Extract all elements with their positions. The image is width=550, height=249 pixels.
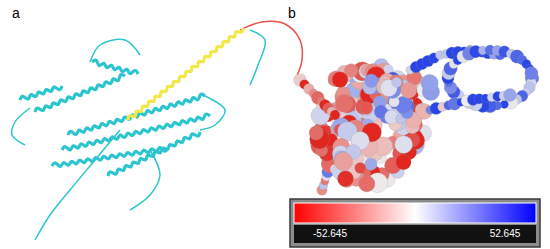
surface-patch xyxy=(365,158,377,170)
color-bar-frame xyxy=(290,199,540,247)
coil-loop xyxy=(200,96,225,130)
panel-letter: b xyxy=(288,6,296,20)
surface-patch xyxy=(392,77,402,87)
surface-patch xyxy=(338,171,354,187)
surface-patch xyxy=(364,74,378,88)
surface-model xyxy=(294,45,539,195)
surface-patch xyxy=(525,67,538,80)
surface-patch xyxy=(359,176,375,192)
surface-patch xyxy=(395,136,413,154)
alpha-helix xyxy=(35,75,125,112)
coil-loop xyxy=(250,30,265,85)
surface-patch xyxy=(504,89,517,102)
alpha-helix xyxy=(62,114,210,150)
surface-patch xyxy=(330,110,340,120)
scale-max: 52.645 xyxy=(490,229,521,239)
surface-patch xyxy=(396,154,411,169)
coil-loop xyxy=(90,39,140,62)
alpha-helix-highlight xyxy=(128,28,243,120)
surface-patch xyxy=(334,152,353,171)
alpha-helix xyxy=(20,86,62,100)
color-gradient xyxy=(294,203,536,223)
surface-patch xyxy=(401,82,417,98)
surface-patch xyxy=(309,126,323,140)
color-bar-scale xyxy=(294,225,536,243)
surface-patch xyxy=(335,94,353,112)
scale-min: -52.645 xyxy=(313,229,347,239)
surface-patch xyxy=(421,74,438,91)
surface-patch xyxy=(355,162,366,173)
alpha-helix xyxy=(108,132,200,176)
surface-patch xyxy=(360,102,373,115)
color-bar xyxy=(290,199,540,247)
alpha-helix xyxy=(92,60,138,74)
panel-letter: a xyxy=(12,6,20,20)
loop-highlight xyxy=(240,21,302,78)
coil-loop xyxy=(12,108,30,145)
ribbon-model xyxy=(12,21,303,240)
surface-patch xyxy=(332,72,348,88)
